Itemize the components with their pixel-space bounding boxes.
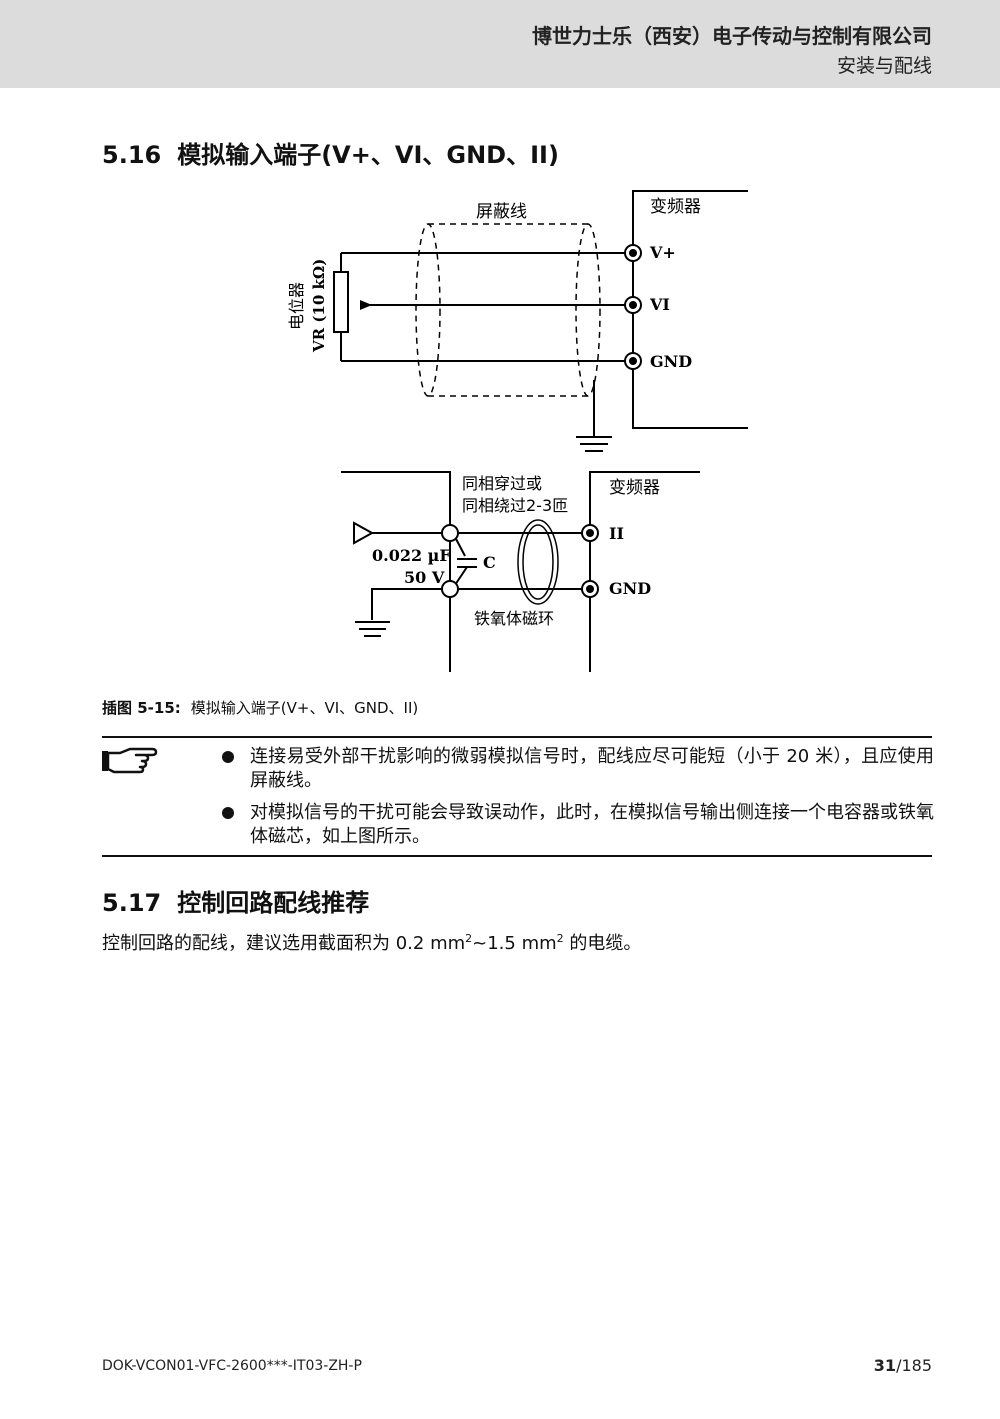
potentiometer (333, 271, 349, 333)
heading-5-17: 5.17 控制回路配线推荐 (102, 883, 369, 918)
bullet-icon (222, 807, 234, 819)
company-name: 博世力士乐（西安）电子传动与控制有限公司 (532, 24, 932, 48)
top-terminals (624, 244, 642, 370)
cap-value: 0.022 µF (372, 546, 451, 565)
document-id: DOK-VCON01-VFC-2600***-IT03-ZH-P (102, 1358, 362, 1374)
heading-title: 控制回路配线推荐 (177, 889, 370, 917)
wiring-diagram: 屏蔽线 变频器 V+ VI GND 电位器 VR (10 kΩ) 同相穿过或 (287, 190, 748, 672)
ferrite-core-outer (517, 519, 559, 605)
shield-label: 屏蔽线 (476, 202, 527, 222)
inverter-box-bottom (589, 471, 700, 672)
shield-right-end (575, 223, 601, 397)
source-box (341, 471, 451, 672)
heading-title: 模拟输入端子(V+、VI、GND、II) (177, 141, 559, 169)
ferrite-label: 铁氧体磁环 (474, 609, 554, 628)
top-circuit (333, 190, 748, 452)
figure-caption: 插图 5-15: 模拟输入端子(V+、VI、GND、II) (102, 697, 418, 718)
section-name: 安装与配线 (836, 55, 932, 77)
caption-text: 模拟输入端子(V+、VI、GND、II) (190, 699, 419, 717)
capacitor-lead-bottom (454, 566, 468, 586)
bottom-terminals (441, 524, 599, 598)
note-rule-top (102, 736, 932, 738)
heading-number: 5.16 (102, 141, 162, 169)
bullet-icon (222, 751, 234, 763)
page-header: 博世力士乐（西安）电子传动与控制有限公司 安装与配线 (0, 0, 1000, 88)
pot-value: VR (10 kΩ) (310, 259, 328, 353)
core-note-2: 同相绕过2-3匝 (462, 496, 568, 515)
terminal-label-vi: VI (649, 295, 670, 314)
capacitor-lead-top (454, 536, 466, 557)
pot-label: 电位器 (287, 282, 306, 330)
inverter-label-top: 变频器 (650, 197, 701, 217)
core-note-1: 同相穿过或 (462, 474, 542, 493)
terminal-label-ii: II (609, 524, 624, 543)
note-item: 连接易受外部干扰影响的微弱模拟信号时，配线应尽可能短（小于 20 米），且应使用… (222, 745, 934, 793)
terminal-label-gnd-bottom: GND (609, 579, 651, 598)
cap-label: C (483, 553, 496, 572)
signal-source-triangle (353, 521, 375, 545)
pointing-hand-icon (102, 747, 158, 774)
ferrite-core-inner (522, 524, 554, 600)
bottom-circuit (341, 471, 700, 672)
terminal-label-vplus: V+ (649, 243, 676, 262)
note-item: 对模拟信号的干扰可能会导致误动作，此时，在模拟信号输出侧连接一个电容器或铁氧体磁… (222, 801, 934, 849)
caption-label: 插图 5-15: (102, 699, 181, 717)
page-number: 31/185 (873, 1356, 932, 1375)
shield-left-end (415, 223, 441, 397)
note-rule-bottom (102, 855, 932, 857)
inverter-label-bottom: 变频器 (609, 478, 660, 498)
heading-number: 5.17 (102, 889, 162, 917)
terminal-label-gnd: GND (650, 352, 692, 371)
wiring-recommendation-text: 控制回路的配线，建议选用截面积为 0.2 mm2~1.5 mm2 的电缆。 (102, 932, 642, 954)
cap-voltage: 50 V (404, 568, 445, 587)
heading-5-16: 5.16 模拟输入端子(V+、VI、GND、II) (102, 135, 559, 170)
note-list: 连接易受外部干扰影响的微弱模拟信号时，配线应尽可能短（小于 20 米），且应使用… (222, 745, 934, 857)
